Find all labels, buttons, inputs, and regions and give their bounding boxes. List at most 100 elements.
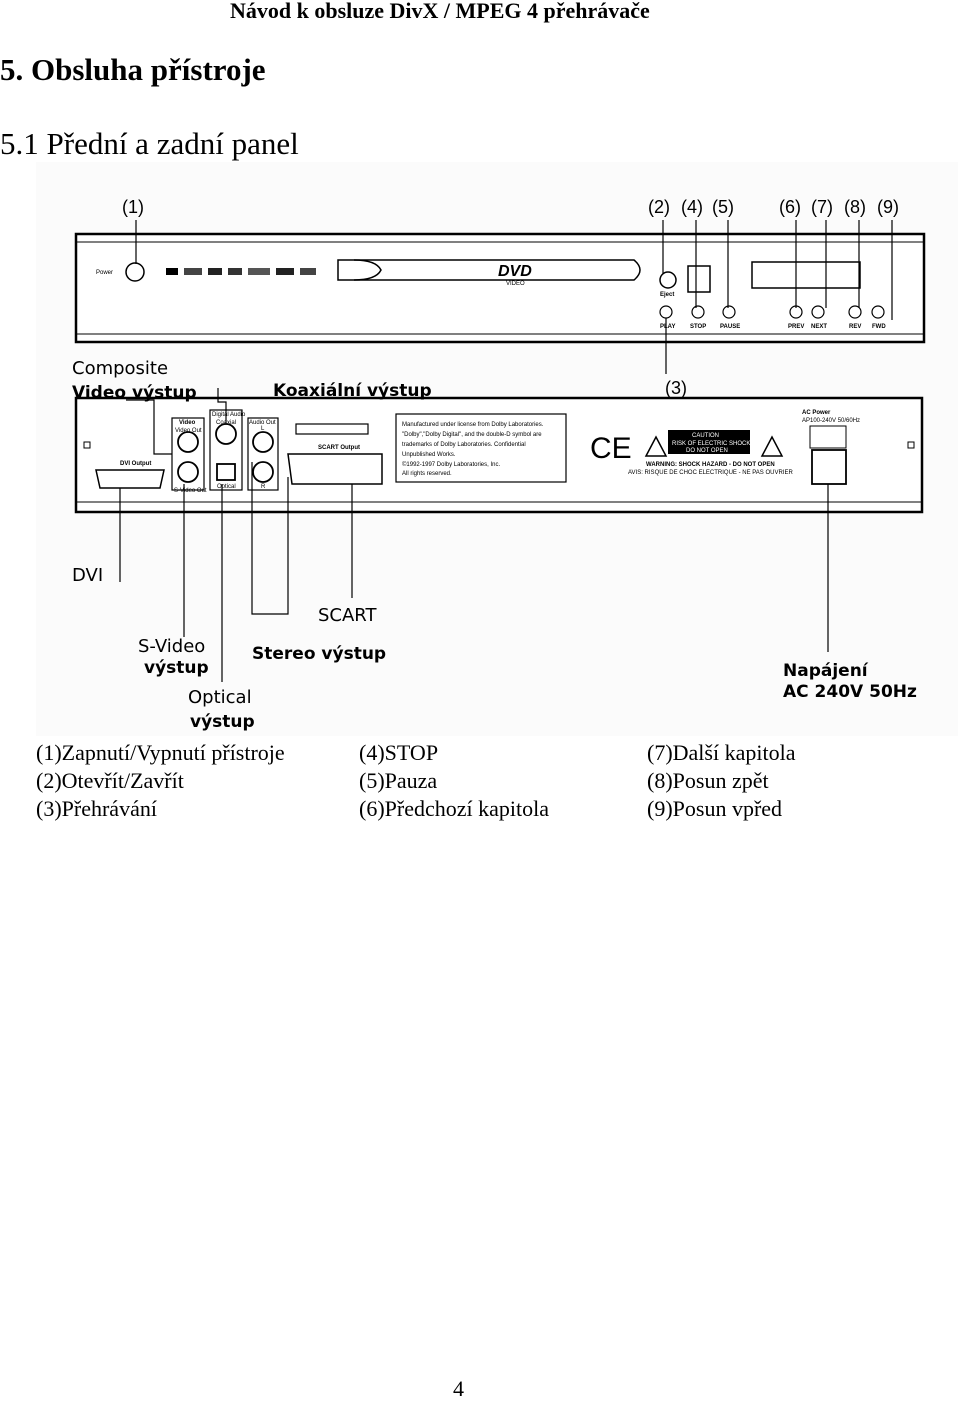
dolby-line-3: trademarks of Dolby Laboratories. Confid… xyxy=(402,442,526,448)
front-buttons: PLAY STOP PAUSE PREV NEXT REV FWD xyxy=(659,305,886,330)
callout-7: (7) xyxy=(811,197,833,217)
coaxial-jack xyxy=(215,423,237,445)
callout-8: (8) xyxy=(844,197,866,217)
callout-6: (6) xyxy=(779,197,801,217)
legend-column-2: (4)STOP (5)Pauza (6)Předchozí kapitola xyxy=(359,739,549,823)
warning-triangle-left-icon xyxy=(644,435,668,457)
rev-label: REV xyxy=(849,324,861,330)
annotation-svideo-1: S-Video xyxy=(138,636,205,657)
warning-triangle-right-icon xyxy=(760,435,784,457)
eject-button-icon xyxy=(659,271,677,289)
rev-icon xyxy=(848,305,862,319)
panel-diagram: (1) (2) (4) (5) (6) (7) (8) (9) (3) Powe… xyxy=(36,162,958,736)
pause-icon xyxy=(722,305,736,319)
dolby-line-6: All rights reserved. xyxy=(402,471,452,477)
caution-box xyxy=(668,430,750,454)
play-icon xyxy=(659,305,673,319)
video-label: Video xyxy=(179,420,196,426)
optical-jack xyxy=(216,463,236,481)
display-window xyxy=(751,261,861,289)
legend-item: (4)STOP xyxy=(359,740,439,765)
dolby-line-5: ©1992-1997 Dolby Laboratories, Inc. xyxy=(402,461,500,468)
warning-line-2: AVIS: RISQUE DE CHOC ELECTRIQUE - NE PAS… xyxy=(628,470,793,476)
pause-label: PAUSE xyxy=(720,324,740,330)
eject-label: Eject xyxy=(660,292,674,298)
legend-item: (6)Předchozí kapitola xyxy=(359,796,549,821)
caution-title: CAUTION xyxy=(692,433,719,439)
annotation-composite-1: Composite xyxy=(72,358,168,379)
front-panel: Power DVD VIDEO Eject xyxy=(74,232,926,344)
audio-right-jack xyxy=(252,461,274,483)
annotation-stereo: Stereo výstup xyxy=(252,644,386,664)
callout-1: (1) xyxy=(122,197,144,217)
next-icon xyxy=(811,305,825,319)
audio-out-label: Audio Out xyxy=(249,420,276,426)
power-label: Power xyxy=(96,270,113,276)
annotation-optical-2: výstup xyxy=(190,712,255,732)
svideo-out-label: S-Video Out xyxy=(174,488,207,494)
annotation-scart: SCART xyxy=(318,605,378,626)
fwd-icon xyxy=(871,305,885,319)
composite-jack xyxy=(177,431,199,453)
legend-item: (5)Pauza xyxy=(359,768,438,793)
dvi-output-label: DVI Output xyxy=(120,461,151,467)
dolby-line-2: "Dolby","Dolby Digital", and the double-… xyxy=(402,432,542,438)
front-leader-lines xyxy=(135,220,893,374)
dvd-logo-sub: VIDEO xyxy=(506,281,525,287)
dvi-connector xyxy=(95,469,165,489)
play-label: PLAY xyxy=(660,324,675,330)
legend-item: (3)Přehrávání xyxy=(36,796,157,821)
caution-line-2: DO NOT OPEN xyxy=(686,448,728,454)
annotation-composite-2: Video výstup xyxy=(72,383,197,403)
subsection-heading: 5.1 Přední a zadní panel xyxy=(0,126,299,161)
callout-9: (9) xyxy=(877,197,899,217)
annotation-coaxial: Koaxiální výstup xyxy=(273,381,432,401)
annotation-svideo-2: výstup xyxy=(144,658,209,678)
scart-output-label: SCART Output xyxy=(318,445,360,451)
legend-item: (9)Posun vpřed xyxy=(647,796,783,821)
rear-leader-lines xyxy=(119,388,829,682)
power-socket xyxy=(811,449,847,485)
ir-sensor-window xyxy=(687,265,711,293)
callout-4: (4) xyxy=(681,197,703,217)
stop-icon xyxy=(691,305,705,319)
scart-connector xyxy=(287,453,383,485)
dolby-license-box xyxy=(395,413,567,483)
legend-column-3: (7)Další kapitola (8)Posun zpět (9)Posun… xyxy=(647,739,795,823)
panel-diagram-drawing: (1) (2) (4) (5) (6) (7) (8) (9) (3) Powe… xyxy=(72,197,926,732)
ce-mark: CE xyxy=(590,432,632,465)
dolby-line-1: Manufactured under license from Dolby La… xyxy=(402,422,544,428)
legend-item: (2)Otevřít/Zavřít xyxy=(36,768,184,793)
legend-item: (8)Posun zpět xyxy=(647,768,769,793)
next-label: NEXT xyxy=(811,324,827,330)
annotation-power-1: Napájení xyxy=(783,661,869,681)
stop-label: STOP xyxy=(690,324,706,330)
annotation-power-2: AC 240V 50Hz xyxy=(783,682,917,702)
optical-label: Optical xyxy=(217,484,236,490)
power-button-icon xyxy=(125,262,145,282)
prev-label: PREV xyxy=(788,324,804,330)
dolby-line-4: Unpublished Works. xyxy=(402,452,456,458)
callout-2: (2) xyxy=(648,197,670,217)
legend-item: (7)Další kapitola xyxy=(647,740,796,765)
audio-l-label: L xyxy=(261,426,265,432)
callout-5: (5) xyxy=(712,197,734,217)
annotation-optical-1: Optical xyxy=(188,687,252,708)
annotation-dvi: DVI xyxy=(72,565,103,586)
ac-power-spec: AP100-240V 50/60Hz xyxy=(802,418,860,424)
callout-3: (3) xyxy=(665,378,687,398)
dvd-logo: DVD xyxy=(498,263,532,280)
caution-line-1: RISK OF ELECTRIC SHOCK xyxy=(672,441,750,447)
section-heading: 5. Obsluha přístroje xyxy=(0,52,266,87)
legend-item: (1)Zapnutí/Vypnutí přístroje xyxy=(36,740,285,765)
page-number: 4 xyxy=(453,1376,464,1401)
video-out-label: Video Out xyxy=(175,428,202,434)
digital-audio-label: Digital Audio xyxy=(212,412,246,418)
rear-panel: DVI Output Video Video Out S-Video Out D… xyxy=(74,396,924,514)
audio-r-label: R xyxy=(261,484,266,490)
document-header-title: Návod k obsluze DivX / MPEG 4 přehrávače xyxy=(230,0,650,23)
audio-left-jack xyxy=(252,431,274,453)
warning-line-1: WARNING: SHOCK HAZARD - DO NOT OPEN xyxy=(646,462,775,468)
ac-power-label: AC Power xyxy=(802,410,831,416)
legend-column-1: (1)Zapnutí/Vypnutí přístroje (2)Otevřít/… xyxy=(36,739,285,823)
